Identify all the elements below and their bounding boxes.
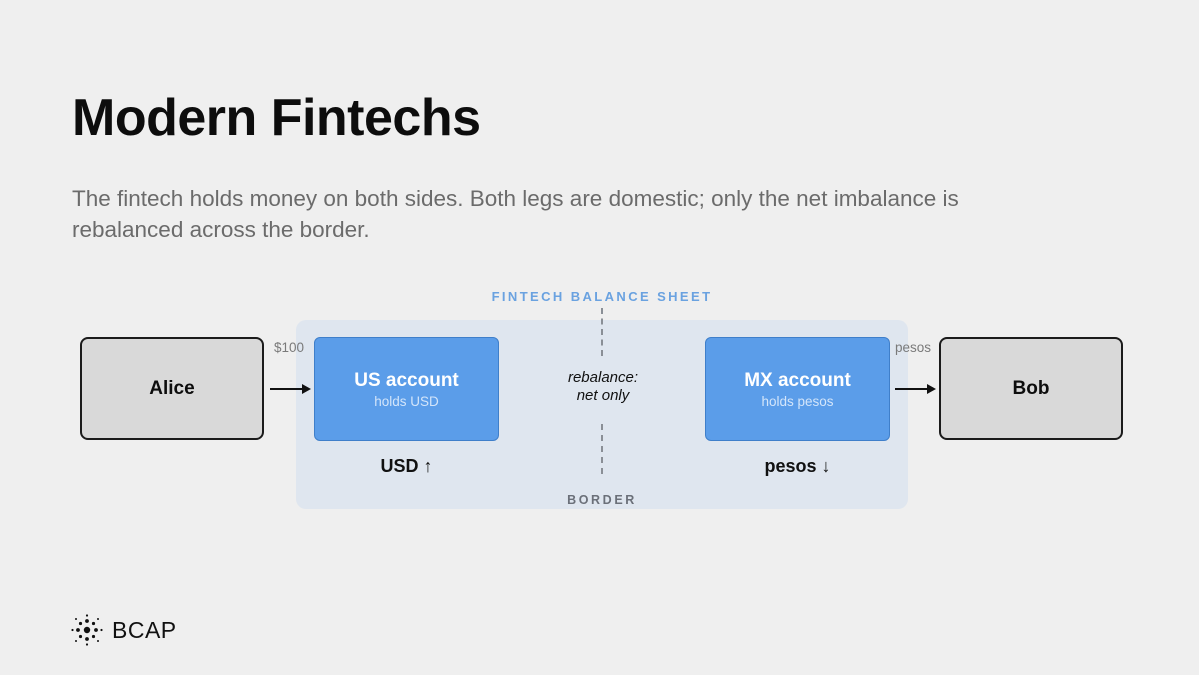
sender-box: Alice (80, 337, 264, 440)
us-flow-label: USD ↑ (380, 456, 433, 476)
border-divider-top (601, 308, 603, 356)
mx-flow-label: pesos ↓ (764, 456, 831, 476)
brand-name: BCAP (112, 616, 177, 643)
rebalance-line-1: rebalance: (567, 369, 639, 386)
rebalance-note: rebalance: net only (543, 369, 663, 405)
arrow-alice-to-us-icon (270, 384, 311, 394)
slide-subtitle: The fintech holds money on both sides. B… (72, 186, 959, 242)
receiver-box: Bob (939, 337, 1123, 440)
receiver-label: Bob (1012, 377, 1050, 399)
amount-in-label: $100 (274, 340, 305, 355)
sender-label: Alice (149, 377, 195, 399)
slide-title: Modern Fintechs (72, 89, 481, 147)
us-account-box: US account holds USD (314, 337, 499, 441)
us-account-name: US account (354, 369, 459, 391)
brand-logo: BCAP (70, 612, 177, 648)
mx-account-box: MX account holds pesos (705, 337, 890, 441)
amount-out-label: pesos (895, 340, 932, 355)
rebalance-line-2: net only (576, 387, 630, 404)
sparkle-star-icon (71, 614, 103, 646)
arrow-mx-to-bob-icon (895, 384, 936, 394)
sheet-label: FINTECH BALANCE SHEET (491, 289, 713, 304)
mx-account-sub: holds pesos (761, 393, 834, 409)
us-account-sub: holds USD (374, 393, 439, 409)
border-label: BORDER (567, 493, 637, 507)
mx-account-name: MX account (744, 369, 851, 391)
border-divider-bottom (601, 424, 603, 474)
